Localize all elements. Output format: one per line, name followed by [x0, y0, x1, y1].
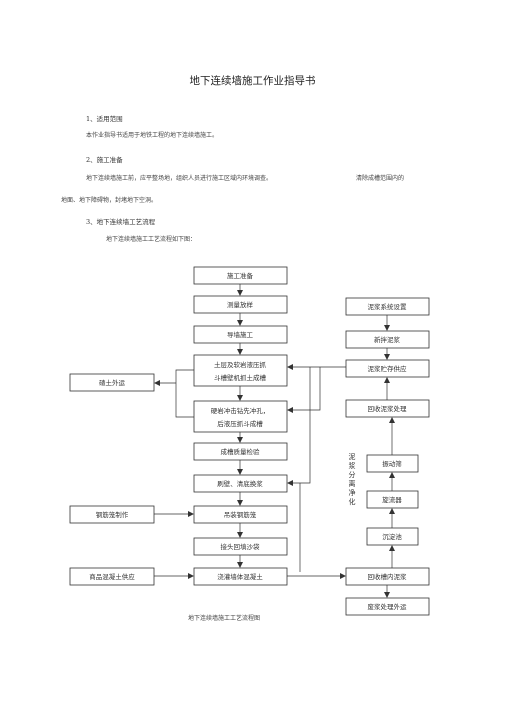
box-concrete: [69, 567, 155, 586]
section-3-text: 地下连续墙施工工艺流程如下图：: [106, 236, 197, 243]
node-recover: 回收槽内泥浆: [368, 572, 408, 581]
box-cage-make: [69, 505, 155, 524]
node-guide-wall: 导墙施工: [227, 330, 254, 339]
node-grab-line1: 土层及软岩液压抓: [214, 360, 267, 369]
node-clean: 刷壁、清底换浆: [217, 479, 263, 488]
node-vibrate: 振动筛: [382, 459, 402, 468]
section-1-heading: 1、适用范围: [86, 115, 123, 123]
box-recycle: [345, 399, 430, 418]
node-spoil: 碴土外运: [99, 378, 126, 387]
box-prep: [193, 266, 288, 285]
section-2-text-c: 地面、地下障碍物，封堵地下空洞。: [61, 197, 158, 204]
node-drill-line2: 后液压抓斗成槽: [217, 419, 263, 428]
node-grab-line2: 斗槽壁机抓土成槽: [214, 373, 267, 382]
node-cage-make: 钢筋笼制作: [96, 510, 129, 519]
node-drill-line1: 硬岩冲击钻先冲孔，: [211, 406, 270, 415]
node-inspect: 成槽质量检验: [221, 447, 261, 456]
purify-label: 泥浆分离净化: [348, 453, 356, 507]
section-2-text-b: 清除成槽范围内的: [356, 175, 405, 182]
box-new-slurry: [345, 330, 430, 349]
section-3-heading: 3、地下连续墙工艺流程: [86, 218, 156, 226]
box-drill: [193, 400, 288, 433]
document-title: 地下连续墙施工作业指导书: [189, 75, 316, 87]
box-cage-hoist: [193, 505, 288, 524]
node-joint: 接头回填沙袋: [221, 542, 261, 551]
box-guide-wall: [193, 325, 288, 344]
figure-caption: 地下连续墙施工工艺流程图: [188, 615, 261, 622]
section-1-text: 本作业指导书适用于地铁工程的地下连续墙施工。: [86, 132, 219, 139]
node-pour: 浇灌墙体混凝土: [217, 572, 263, 581]
node-survey: 测量放样: [227, 300, 254, 309]
section-2-text-a: 地下连续墙施工前，应平整场地，组织人员进行施工区域内环境调查。: [86, 175, 273, 182]
box-inspect: [193, 442, 288, 461]
node-settle: 沉淀池: [382, 532, 402, 541]
box-dispose: [345, 597, 430, 616]
box-slurry-system: [345, 297, 430, 316]
node-concrete: 商品混凝土供应: [89, 572, 135, 581]
node-cage-hoist: 吊装钢筋笼: [224, 510, 257, 519]
node-new-slurry: 新拌泥浆: [374, 335, 401, 344]
box-survey: [193, 295, 288, 314]
section-2-heading: 2、施工准备: [86, 156, 123, 164]
box-grab: [193, 354, 288, 387]
node-prep: 施工准备: [227, 271, 254, 280]
box-pour: [193, 567, 288, 586]
node-slurry-system: 泥浆系统设置: [368, 302, 408, 311]
node-storage: 泥浆贮存供应: [368, 364, 408, 373]
node-recycle: 回收泥浆处理: [368, 404, 408, 413]
node-dispose: 废浆处理外运: [368, 602, 408, 611]
box-recover: [345, 567, 430, 586]
box-joint: [193, 537, 288, 556]
node-cyclone: 旋流器: [382, 495, 402, 504]
